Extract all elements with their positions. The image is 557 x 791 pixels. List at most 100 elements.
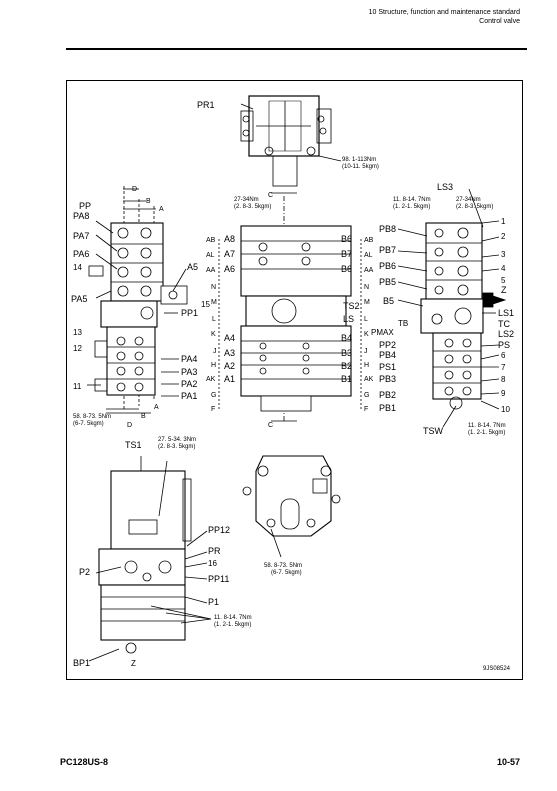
port-a1: A1 bbox=[224, 374, 235, 384]
port-b5: B5 bbox=[383, 296, 394, 306]
torque-left-1: 58. 8-73. 5Nm bbox=[73, 414, 111, 420]
torque-top-1: 98. 1-113Nm bbox=[342, 157, 376, 163]
port-12: 12 bbox=[73, 344, 82, 353]
port-7: 7 bbox=[501, 363, 506, 372]
port-pp: PP bbox=[79, 201, 91, 211]
sec-l-g: G bbox=[211, 392, 216, 399]
torque-right-2b: (2. 8-3. 5kgm) bbox=[456, 204, 493, 210]
port-ls3: LS3 bbox=[437, 182, 453, 192]
sec-l-h: H bbox=[211, 362, 216, 369]
port-tsw: TSW bbox=[423, 426, 444, 436]
port-bp1: BP1 bbox=[73, 658, 90, 668]
port-pmax: PMAX bbox=[371, 328, 394, 337]
port-b6: B6 bbox=[341, 264, 352, 274]
port-b6-top: B6 bbox=[341, 234, 352, 244]
port-b7: B7 bbox=[341, 249, 352, 259]
port-a7: A7 bbox=[224, 249, 235, 259]
sec-r-l: L bbox=[364, 316, 368, 323]
sec-l-k: K bbox=[211, 331, 216, 338]
sec-l-ak: AK bbox=[206, 376, 216, 383]
port-ls2: LS2 bbox=[498, 329, 514, 339]
sec-r-k: K bbox=[364, 331, 369, 338]
port-pb8: PB8 bbox=[379, 224, 396, 234]
sec-l-j: J bbox=[213, 348, 217, 355]
port-pb7: PB7 bbox=[379, 245, 396, 255]
sec-l-ab: AB bbox=[206, 237, 216, 244]
port-16: 16 bbox=[208, 559, 217, 568]
port-a6: A6 bbox=[224, 264, 235, 274]
footer-page-number: 10-57 bbox=[496, 757, 520, 767]
port-b1: B1 bbox=[341, 374, 352, 384]
port-ts1: TS1 bbox=[125, 440, 142, 450]
torque-right-3b: (1. 2-1. 5kgm) bbox=[468, 430, 505, 436]
port-pa8: PA8 bbox=[73, 211, 89, 221]
port-ps: PS bbox=[498, 340, 510, 350]
port-10: 10 bbox=[501, 405, 510, 414]
port-13: 13 bbox=[73, 328, 82, 337]
footer-model: PC128US-8 bbox=[60, 757, 109, 767]
dim-a-bottom: A bbox=[154, 404, 159, 411]
header-rule bbox=[66, 48, 527, 50]
port-a3: A3 bbox=[224, 348, 235, 358]
sec-l-l: L bbox=[212, 316, 216, 323]
left-view bbox=[87, 186, 188, 414]
port-pp1: PP1 bbox=[181, 308, 198, 318]
port-ls1: LS1 bbox=[498, 308, 514, 318]
port-tc: TC bbox=[498, 319, 510, 329]
torque-right-1b: (1. 2-1. 5kgm) bbox=[393, 204, 430, 210]
port-15: 15 bbox=[201, 300, 210, 309]
header-subtitle: Control valve bbox=[479, 18, 520, 25]
port-9: 9 bbox=[501, 389, 506, 398]
torque-right-3a: 11. 8-14. 7Nm bbox=[468, 423, 506, 429]
section-c-bottom: C bbox=[268, 422, 273, 429]
torque-center-1: 27-34Nm bbox=[234, 197, 259, 203]
bottom-right-view bbox=[242, 455, 341, 558]
torque-right-1a: 11. 8-14. 7Nm bbox=[393, 197, 431, 203]
port-pa4: PA4 bbox=[181, 354, 197, 364]
port-pp12: PP12 bbox=[208, 525, 230, 535]
port-pb6: PB6 bbox=[379, 261, 396, 271]
right-view bbox=[397, 188, 507, 428]
figure-frame: PR1 98. 1-113Nm (10-11. 5kgm) bbox=[66, 80, 523, 680]
port-b2: B2 bbox=[341, 361, 352, 371]
torque-right-2a: 27-34Nm bbox=[456, 197, 481, 203]
port-pa1: PA1 bbox=[181, 391, 197, 401]
torque-top-2: (10-11. 5kgm) bbox=[342, 164, 379, 170]
figure-id: 9JS08524 bbox=[483, 666, 511, 672]
port-z-bottom: Z bbox=[131, 659, 136, 668]
port-8: 8 bbox=[501, 375, 506, 384]
port-p2: P2 bbox=[79, 567, 90, 577]
torque-center-2: (2. 8-3. 5kgm) bbox=[234, 204, 271, 210]
sec-r-j: J bbox=[364, 348, 368, 355]
sec-r-g: G bbox=[364, 392, 369, 399]
port-pa3: PA3 bbox=[181, 367, 197, 377]
sec-r-h: H bbox=[364, 362, 369, 369]
port-pp11: PP11 bbox=[208, 574, 229, 584]
torque-left-2: (6-7. 5kgm) bbox=[73, 421, 104, 427]
top-view bbox=[240, 95, 342, 187]
port-3: 3 bbox=[501, 250, 506, 259]
port-ls: LS bbox=[343, 314, 354, 324]
port-11: 11 bbox=[73, 382, 82, 391]
dim-b-bottom: B bbox=[141, 413, 146, 420]
sec-r-al: AL bbox=[364, 252, 373, 259]
port-pr: PR bbox=[208, 546, 221, 556]
port-1: 1 bbox=[501, 217, 506, 226]
dim-d-top: D bbox=[132, 186, 137, 193]
port-a2: A2 bbox=[224, 361, 235, 371]
torque-bl-1a: 27. 5-34. 3Nm bbox=[158, 437, 196, 443]
sec-r-ab: AB bbox=[364, 237, 374, 244]
port-pa5: PA5 bbox=[71, 294, 87, 304]
sec-l-f: F bbox=[211, 406, 215, 413]
port-pb2: PB2 bbox=[379, 390, 396, 400]
port-z-right: Z bbox=[501, 285, 507, 295]
port-pa2: PA2 bbox=[181, 379, 197, 389]
port-a8: A8 bbox=[224, 234, 235, 244]
port-pr1: PR1 bbox=[197, 100, 215, 110]
bottom-left-view bbox=[88, 456, 212, 662]
port-pa7: PA7 bbox=[73, 231, 89, 241]
port-ts2: TS2 bbox=[343, 301, 360, 311]
port-pp2: PP2 bbox=[379, 340, 396, 350]
sec-l-n: N bbox=[211, 284, 216, 291]
port-tb: TB bbox=[398, 319, 408, 328]
